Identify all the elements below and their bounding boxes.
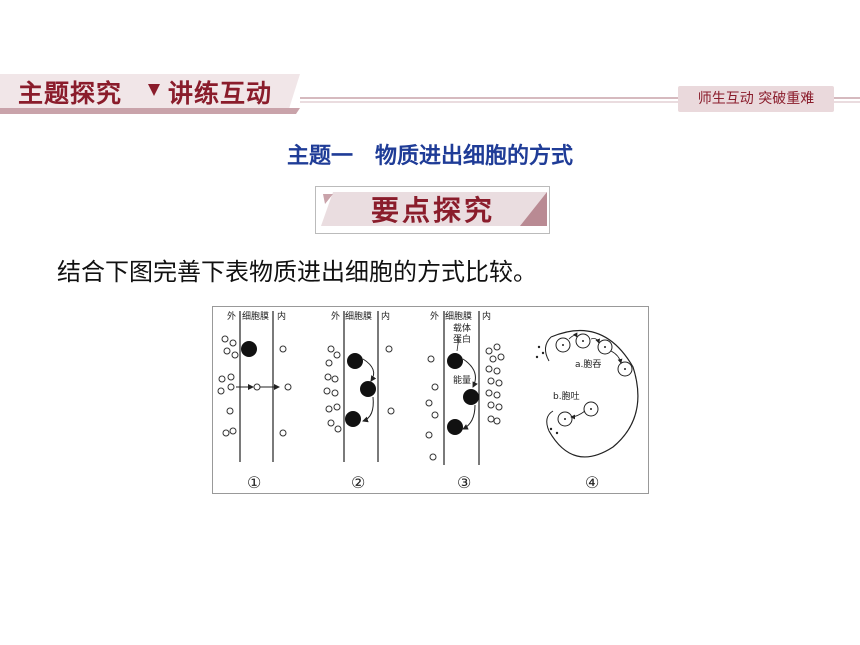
- banner-shadow: [0, 108, 300, 114]
- panel1-outside-label: 外: [227, 310, 236, 322]
- exocytosis-label: b.胞吐: [553, 390, 580, 402]
- badge-shape: [321, 192, 547, 226]
- carrier-dot: [360, 381, 376, 397]
- carrier-protein-label-2: 蛋白: [453, 333, 471, 345]
- header-tag: 师生互动 突破重难: [678, 86, 834, 112]
- carrier-dot: [241, 341, 257, 357]
- solute-dots: [217, 335, 292, 437]
- panel-4-number: ④: [585, 473, 599, 492]
- panel3-membrane-label: 细胞膜: [445, 310, 472, 322]
- panel-3-number: ③: [457, 473, 471, 492]
- header-title-left: 主题探究: [18, 79, 123, 108]
- triangle-down-icon: [148, 84, 160, 96]
- carrier-dot: [463, 389, 479, 405]
- panel3-inside-label: 内: [482, 310, 491, 322]
- badge-corner: [520, 192, 547, 226]
- header-title-right: 讲练互动: [168, 79, 273, 108]
- topic-title: 主题一 物质进出细胞的方式: [286, 143, 573, 169]
- panel1-membrane-label: 细胞膜: [242, 310, 269, 322]
- section-badge-bg: [315, 186, 550, 234]
- panel1-inside-label: 内: [277, 310, 286, 322]
- cell-outline: [548, 329, 639, 458]
- section-badge: 要点探究: [370, 194, 495, 227]
- panel2-inside-label: 内: [381, 310, 390, 322]
- panel-4: a.胞吞 b.胞吐 ④: [535, 329, 639, 492]
- panel2-outside-label: 外: [331, 310, 340, 322]
- panel-1-number: ①: [247, 473, 261, 492]
- transport-figure: 外 细胞膜 内 ① 外 细胞膜 内: [212, 306, 649, 494]
- endocytosis-label: a.胞吞: [575, 358, 601, 370]
- particles: [535, 340, 626, 435]
- solute-dots: [323, 345, 395, 433]
- banner-left-shape: [0, 74, 300, 112]
- vesicles: [555, 333, 633, 427]
- carrier-dot: [447, 353, 463, 369]
- energy-label: 能量: [453, 374, 471, 386]
- carrier-dot: [345, 411, 361, 427]
- panel-3: 外 细胞膜 内 载体 蛋白 能量 ③: [425, 310, 505, 492]
- panel-2: 外 细胞膜 内 ②: [323, 310, 395, 492]
- badge-corner-mark: [323, 194, 333, 204]
- solute-dots: [425, 343, 505, 461]
- transport-diagram: 外 细胞膜 内 ① 外 细胞膜 内: [217, 310, 639, 492]
- panel-1: 外 细胞膜 内 ①: [217, 310, 292, 492]
- panel2-membrane-label: 细胞膜: [345, 310, 372, 322]
- panel3-outside-label: 外: [430, 310, 439, 322]
- carrier-protein-label-1: 载体: [453, 322, 471, 334]
- panel-2-number: ②: [351, 473, 365, 492]
- carrier-dot: [447, 419, 463, 435]
- intro-text: 结合下图完善下表物质进出细胞的方式比较。: [57, 258, 537, 286]
- carrier-dot: [347, 353, 363, 369]
